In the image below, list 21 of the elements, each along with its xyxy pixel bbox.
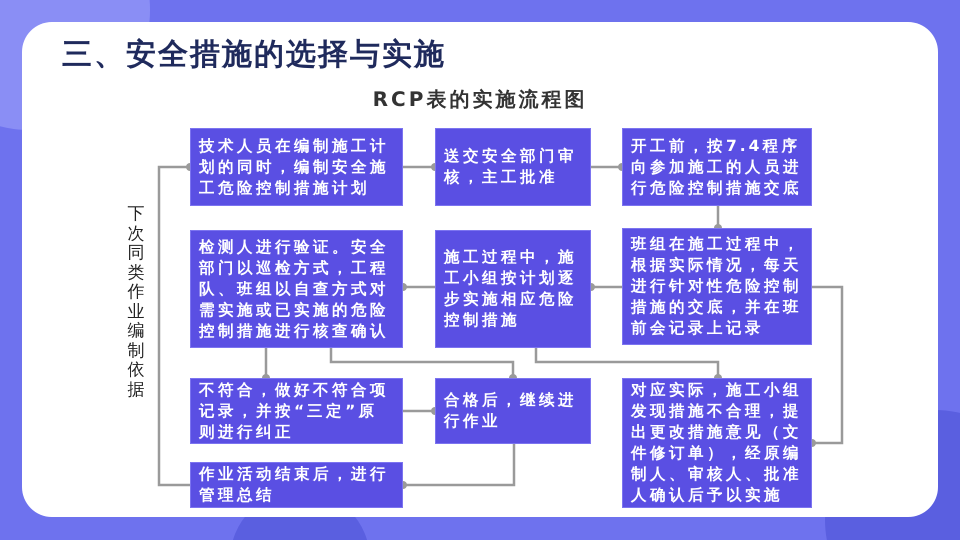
page-title: 三、安全措施的选择与实施 — [62, 36, 446, 74]
step-text: 送交安全部门审核，主工批准 — [444, 146, 578, 188]
step-text: 检测人进行验证。安全部门以巡检方式，工程队、班组以自查方式对需实施或已实施的危险控制措施进行核查确认 — [199, 236, 390, 342]
step-text: 班组在施工过程中，根据实际情况，每天进行针对性危险控制措施的交底，并在班前会记录上记录 — [631, 234, 803, 339]
step-text: 作业活动结束后，进行管理总结 — [199, 464, 390, 506]
process-box — [435, 230, 591, 348]
process-box — [435, 378, 591, 444]
process-box — [622, 128, 812, 206]
step-text: 不符合，做好不符合项记录，并按“三定”原则进行纠正 — [199, 380, 390, 442]
process-box — [622, 228, 812, 345]
step-text: 技术人员在编制施工计划的同时，编制安全施工危险控制措施计划 — [199, 136, 390, 198]
process-box — [190, 128, 403, 206]
edge-label: 下次同类作业编制依据 — [127, 205, 145, 400]
step-text: 合格后，继续进行作业 — [444, 390, 578, 432]
step-text: 对应实际，施工小组发现措施不合理，提出更改措施意见（文件修订单），经原编制人、审核人、批准人确认后予以实施 — [631, 380, 803, 506]
flowchart-subtitle: RCP表的实施流程图 — [372, 86, 588, 113]
step-text: 开工前，按7.4程序向参加施工的人员进行危险控制措施交底 — [631, 136, 803, 198]
step-text: 施工过程中，施工小组按计划逐步实施相应危险控制措施 — [444, 247, 578, 331]
process-box — [190, 230, 403, 348]
process-box — [435, 128, 591, 206]
process-box — [190, 462, 403, 508]
